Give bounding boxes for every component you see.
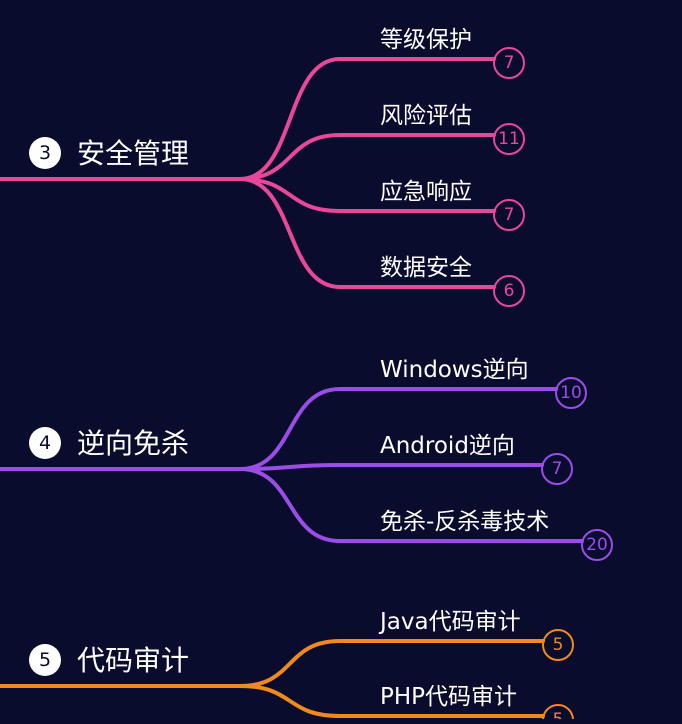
- subtopic-label[interactable]: Android逆向: [380, 433, 515, 459]
- subtopic-label[interactable]: Java代码审计: [378, 609, 521, 635]
- count-badge: [493, 47, 525, 79]
- count-badge: [542, 629, 574, 661]
- subtopic-label[interactable]: 数据安全: [380, 255, 472, 281]
- topic-index-number: 4: [39, 432, 51, 454]
- subtopic-label[interactable]: PHP代码审计: [380, 684, 517, 710]
- subtopic-node[interactable]: 应急响应 7: [238, 177, 525, 231]
- topic-branch: 3 安全管理 等级保护 7 风险评估 11 应急响应 7 数据安全 6: [0, 27, 525, 307]
- subtopic-label[interactable]: 应急响应: [380, 179, 472, 205]
- subtopic-connector-line: [238, 57, 496, 181]
- subtopic-node[interactable]: 等级保护 7: [238, 27, 525, 181]
- subtopic-node[interactable]: 数据安全 6: [238, 177, 525, 307]
- subtopic-node[interactable]: Java代码审计 5: [238, 609, 574, 688]
- subtopic-node[interactable]: 风险评估 11: [238, 103, 525, 181]
- topic-title[interactable]: 逆向免杀: [77, 427, 189, 460]
- subtopic-label[interactable]: Windows逆向: [380, 357, 529, 383]
- subtopic-label[interactable]: 等级保护: [380, 27, 472, 53]
- subtopic-node[interactable]: Android逆向 7: [238, 433, 573, 485]
- subtopic-label[interactable]: 风险评估: [380, 103, 472, 129]
- topic-index-badge: [29, 644, 61, 676]
- topic-index-number: 5: [39, 649, 51, 671]
- topic-index-badge: [29, 427, 61, 459]
- count-badge: [493, 123, 525, 155]
- subtopic-connector-line: [238, 177, 496, 289]
- subtopic-label[interactable]: 免杀-反杀毒技术: [380, 509, 549, 535]
- subtopic-connector-line: [238, 177, 496, 213]
- count-badge-number: 7: [552, 459, 563, 479]
- topic-index-number: 3: [39, 142, 51, 164]
- subtopic-connector-line: [238, 463, 544, 471]
- topic-title[interactable]: 安全管理: [77, 137, 189, 170]
- count-badge-number: 11: [498, 129, 520, 149]
- count-badge-number: 7: [504, 205, 515, 225]
- subtopic-connector-line: [238, 684, 545, 718]
- subtopic-connector-line: [238, 467, 584, 543]
- count-badge-number: 6: [504, 281, 515, 301]
- count-badge: [541, 453, 573, 485]
- count-badge-number: 5: [553, 635, 564, 655]
- subtopic-connector-line: [238, 387, 558, 471]
- count-badge-number: 7: [504, 53, 515, 73]
- topic-title[interactable]: 代码审计: [77, 644, 189, 677]
- count-badge: [555, 377, 587, 409]
- subtopic-node[interactable]: PHP代码审计 5: [238, 684, 574, 724]
- count-badge: [493, 275, 525, 307]
- count-badge: [581, 529, 613, 561]
- count-badge-number: 20: [586, 535, 608, 555]
- count-badge-number: 10: [560, 383, 582, 403]
- subtopic-node[interactable]: Windows逆向 10: [238, 357, 587, 471]
- topic-branch: 5代码审计Java代码审计5PHP代码审计5: [0, 609, 574, 724]
- count-badge: [493, 199, 525, 231]
- topic-index-badge: [29, 137, 61, 169]
- subtopic-node[interactable]: 免杀-反杀毒技术 20: [238, 467, 613, 561]
- subtopic-connector-line: [238, 133, 496, 181]
- subtopic-connector-line: [238, 639, 545, 688]
- count-badge-number: 5: [553, 710, 564, 719]
